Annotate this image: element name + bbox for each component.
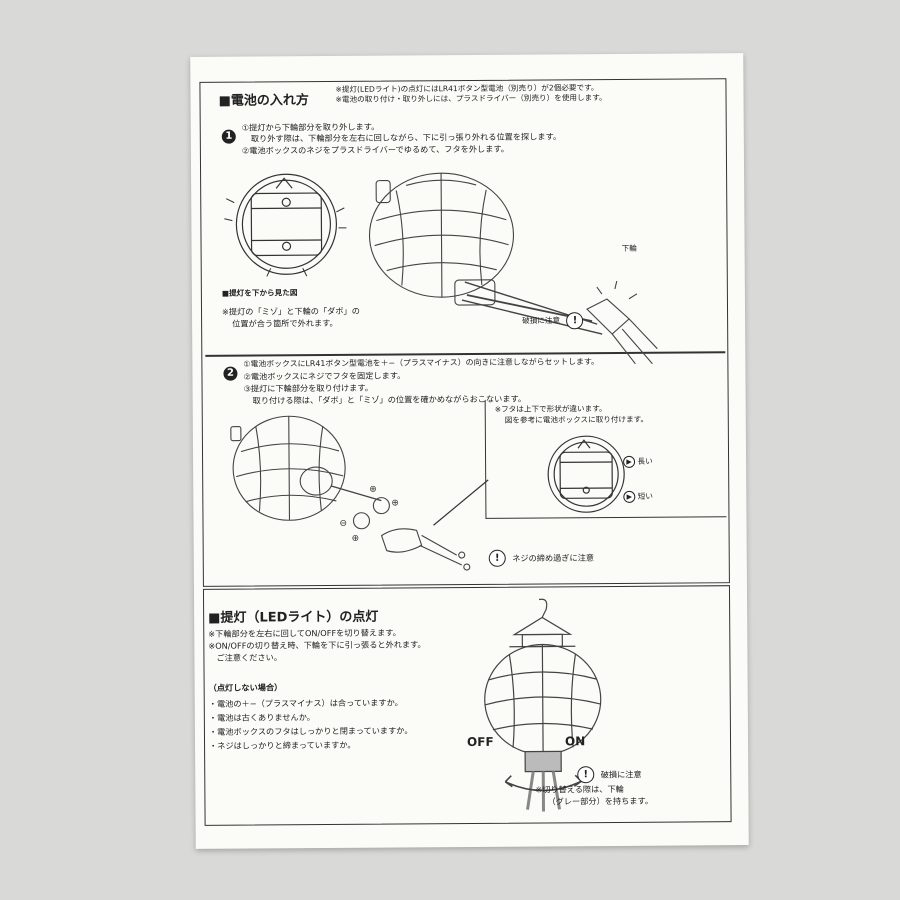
- step-2-line-1: ①電池ボックスにLR41ボタン型電池を＋−（プラスマイナス）の向きに注意しながら…: [243, 357, 599, 369]
- step-2-number: 2: [223, 361, 238, 381]
- hold-note-1: ※切り替える際は、下輪: [535, 783, 624, 795]
- battery-heading: ■電池の入れ方: [218, 93, 309, 109]
- on-label: ON: [564, 734, 586, 749]
- instruction-sheet: ■電池の入れ方 ※提灯(LEDライト)の点灯にはLR41ボタン型電池（別売り）が…: [190, 53, 749, 849]
- battery-assembly-illustration: ⊕ ⊕ ⊖ ⊕: [230, 415, 471, 571]
- lighting-note-3: ご注意ください。: [216, 652, 282, 663]
- caution-icon: !: [566, 312, 584, 330]
- trouble-item-1: ・電池の＋−（プラスマイナス）は合っていますか。: [208, 697, 403, 709]
- short-label: ▶ 短い: [623, 490, 653, 503]
- svg-text:⊕: ⊕: [352, 534, 360, 544]
- damage-caution-2: ! 破損に注意: [577, 766, 642, 784]
- step-2-line-2: ②電池ボックスにネジでフタを固定します。: [243, 370, 406, 382]
- bottom-view-note-1: ※提灯の「ミゾ」と下輪の「ダボ」の: [221, 305, 360, 317]
- lighting-heading: ■提灯（LEDライト）の点灯: [208, 609, 379, 626]
- step-2-line-3: ③提灯に下輪部分を取り付けます。: [243, 382, 373, 394]
- caution-icon: !: [488, 549, 506, 567]
- arrow-icon: ▶: [623, 490, 636, 503]
- battery-note-2: ※電池の取り付け・取り外しには、プラスドライバー（別売り）を使用します。: [335, 93, 607, 104]
- lid-detail-illustration: [547, 435, 625, 513]
- hold-note-2: （グレー部分）を持ちます。: [547, 795, 654, 807]
- step-1-line-2: 取り外す際は、下輪部分を左右に回しながら、下に引っ張り外れる位置を探します。: [250, 131, 562, 144]
- step-1-line-3: ②電池ボックスのネジをプラスドライバーでゆるめて、フタを外します。: [241, 143, 509, 156]
- svg-text:⊕: ⊕: [369, 485, 377, 495]
- lantern-illustration: [484, 598, 602, 812]
- lower-ring-label: 下輪: [621, 243, 637, 253]
- bottom-view-illustration: [224, 173, 347, 277]
- lid-note-1: ※フタは上下で形状が違います。: [494, 404, 607, 414]
- lighting-note-2: ※ON/OFFの切り替え時、下輪を下に引っ張ると外れます。: [208, 639, 426, 651]
- damage-caution-1: 破損に注意 !: [522, 312, 584, 330]
- lantern-removal-illustration: [368, 172, 658, 365]
- bottom-view-title: ■提灯を下から見た図: [221, 288, 298, 298]
- lid-note-2: 図を参考に電池ボックスに取り付けます。: [504, 414, 649, 425]
- off-label: OFF: [466, 734, 494, 750]
- trouble-item-3: ・電池ボックスのフタはしっかりと閉まっていますか。: [208, 725, 413, 737]
- step-1-number: 1: [221, 124, 236, 144]
- trouble-item-2: ・電池は古くありませんか。: [208, 712, 315, 723]
- trouble-item-4: ・ネジはしっかりと締まっていますか。: [209, 739, 356, 751]
- detail-connector-line: [433, 479, 489, 526]
- long-label: ▶ 長い: [623, 455, 653, 468]
- arrow-icon: ▶: [623, 455, 636, 468]
- trouble-title: （点灯しない場合）: [208, 682, 283, 693]
- caution-icon: !: [577, 766, 595, 784]
- bottom-view-note-2: 位置が合う箇所で外れます。: [232, 317, 338, 329]
- svg-text:⊕: ⊕: [391, 498, 399, 508]
- screw-caution: ! ネジの締め過ぎに注意: [488, 549, 594, 567]
- svg-text:⊖: ⊖: [339, 519, 347, 529]
